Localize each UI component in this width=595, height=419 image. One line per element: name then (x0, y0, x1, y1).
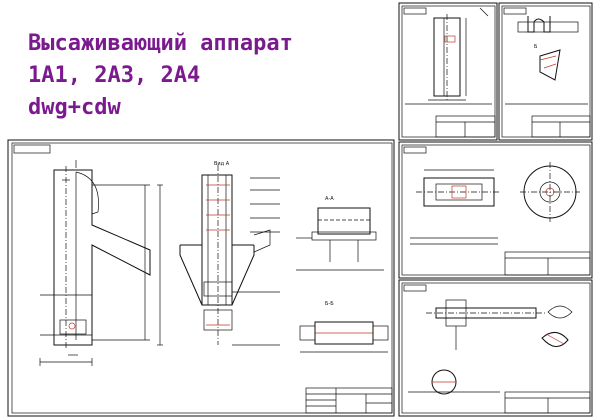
heading-line-3: dwg+cdw (28, 95, 121, 120)
part-sheet-1 (398, 2, 498, 141)
part-sheet-4 (398, 279, 593, 417)
assembly-section-label-2: Б-Б (325, 301, 334, 307)
heading-line-1: Высаживающий аппарат (28, 31, 293, 56)
assembly-section-views (296, 207, 389, 353)
assembly-view-label: Вид А (214, 161, 230, 167)
part-sheet-2 (498, 2, 593, 141)
assembly-side-view (39, 160, 163, 366)
heading-line-2: 1А1, 2А3, 2А4 (28, 63, 201, 88)
assembly-front-view (179, 165, 280, 346)
assembly-drawing-sheet (7, 139, 395, 417)
part-sheet-3 (398, 141, 593, 279)
hook-view-label: Б (534, 44, 538, 50)
assembly-title-block (305, 387, 393, 414)
assembly-section-label: А-А (325, 196, 334, 202)
